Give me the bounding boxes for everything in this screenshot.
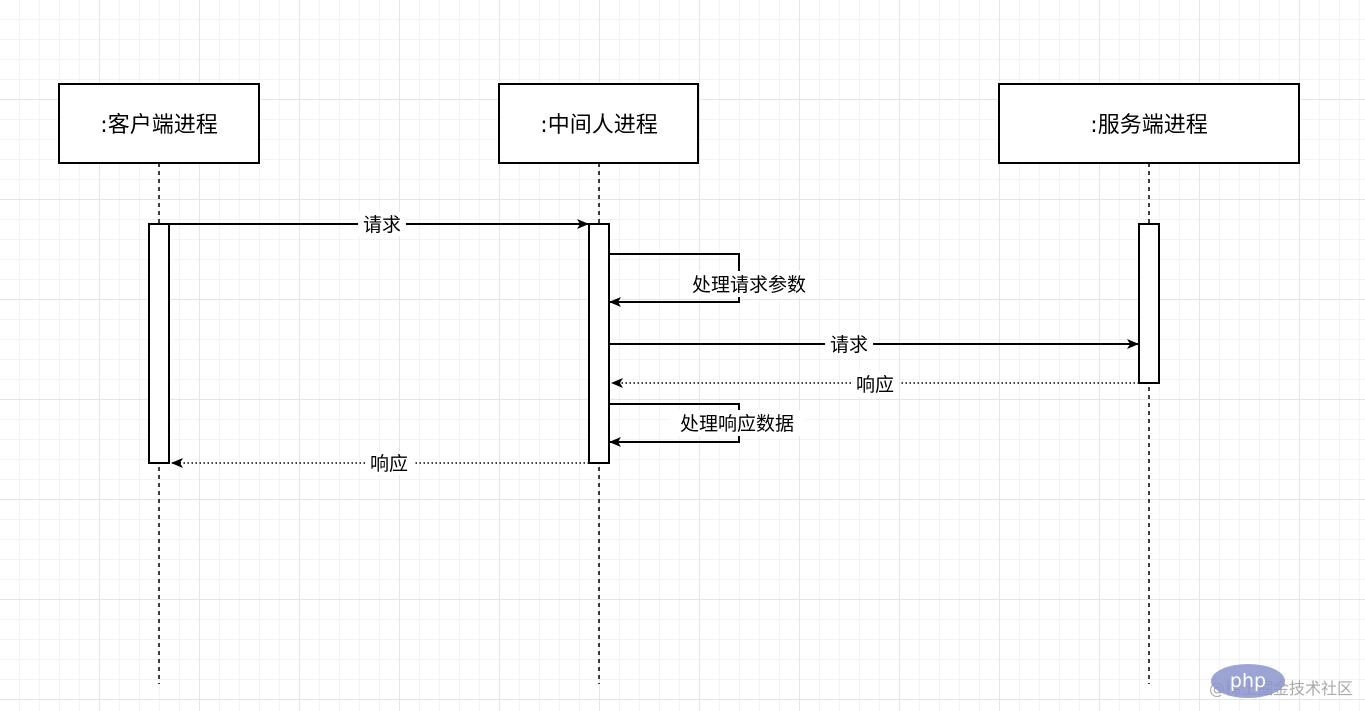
- activation-bar-client: [148, 223, 170, 464]
- message-label-bg: [681, 271, 817, 297]
- message-self-process-response: 处理响应数据: [609, 403, 805, 447]
- message-label-bg: [358, 212, 406, 236]
- activation-bar-server: [1138, 223, 1160, 384]
- lifeline-middle: :中间人进程: [498, 83, 699, 684]
- lifeline-server-box: [998, 83, 1300, 164]
- activation-bar-middle: [588, 223, 610, 464]
- message-label-bg: [851, 372, 899, 396]
- message-self-process-request: 处理请求参数: [609, 253, 817, 307]
- lifeline-client-box: [58, 83, 260, 164]
- message-response-middle-to-client: 响应: [171, 451, 589, 475]
- message-self-process-response-label: 处理响应数据: [680, 413, 794, 435]
- lifeline-client-label: :客户端进程: [100, 113, 217, 138]
- message-self-process-request-label: 处理请求参数: [692, 274, 806, 296]
- message-request-label: 请求: [363, 214, 401, 236]
- lifeline-server: :服务端进程: [998, 83, 1300, 684]
- message-response-label: 响应: [856, 374, 894, 396]
- lifeline-client: :客户端进程: [58, 83, 260, 684]
- message-response-label: 响应: [370, 453, 408, 475]
- lifeline-server-label: :服务端进程: [1090, 113, 1207, 138]
- message-label-bg: [365, 451, 413, 475]
- message-request-label: 请求: [830, 334, 868, 356]
- message-request-client-to-middle: 请求: [169, 212, 589, 236]
- message-label-bg: [669, 410, 805, 436]
- php-badge: php: [1211, 664, 1285, 698]
- lifeline-middle-label: :中间人进程: [540, 113, 657, 138]
- message-request-middle-to-server: 请求: [609, 332, 1139, 356]
- message-label-bg: [825, 332, 873, 356]
- lifeline-middle-box: [498, 83, 699, 164]
- message-response-server-to-middle: 响应: [611, 372, 1139, 396]
